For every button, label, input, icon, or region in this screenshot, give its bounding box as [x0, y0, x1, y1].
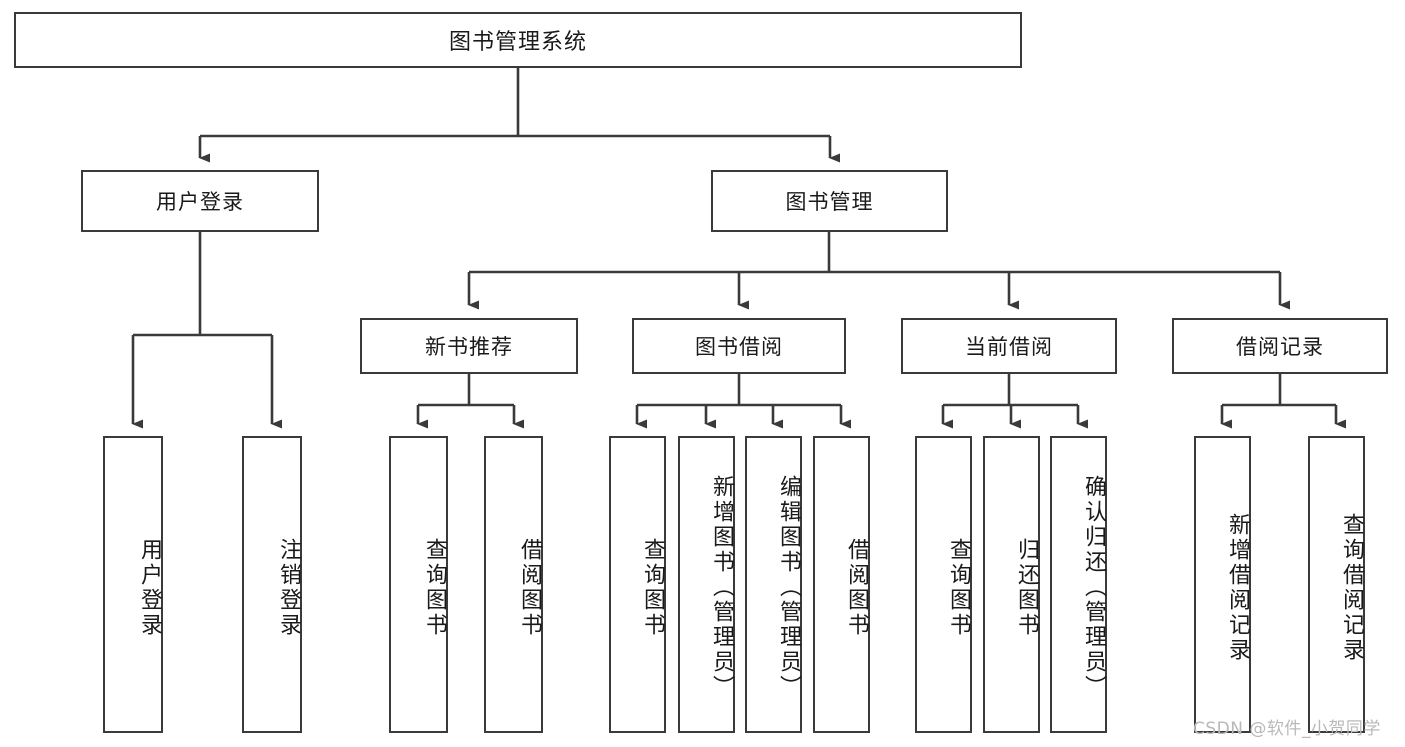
node-book-borrow[interactable]: 图书借阅	[632, 318, 846, 374]
node-leaf-confirm-return[interactable]: 确认归还（管理员）	[1050, 436, 1107, 733]
node-root[interactable]: 图书管理系统	[14, 12, 1022, 68]
node-current-borrow[interactable]: 当前借阅	[901, 318, 1117, 374]
node-leaf-query-book-1[interactable]: 查询图书	[389, 436, 448, 733]
node-leaf-add-book[interactable]: 新增图书（管理员）	[678, 436, 735, 733]
node-leaf-query-book-3[interactable]: 查询图书	[915, 436, 972, 733]
csdn-watermark: CSDN @软件_小贺同学	[1193, 719, 1381, 739]
node-book-manage[interactable]: 图书管理	[711, 170, 948, 232]
node-leaf-return-book[interactable]: 归还图书	[983, 436, 1040, 733]
node-leaf-query-book-2[interactable]: 查询图书	[609, 436, 666, 733]
node-leaf-query-record[interactable]: 查询借阅记录	[1308, 436, 1365, 733]
node-new-book-recommend[interactable]: 新书推荐	[360, 318, 578, 374]
node-leaf-borrow-book-2[interactable]: 借阅图书	[813, 436, 870, 733]
node-leaf-edit-book[interactable]: 编辑图书（管理员）	[745, 436, 802, 733]
node-borrow-record[interactable]: 借阅记录	[1172, 318, 1388, 374]
node-leaf-borrow-book-1[interactable]: 借阅图书	[484, 436, 543, 733]
node-leaf-logout[interactable]: 注销登录	[242, 436, 302, 733]
node-leaf-add-record[interactable]: 新增借阅记录	[1194, 436, 1251, 733]
node-leaf-user-login[interactable]: 用户登录	[103, 436, 163, 733]
node-user-login[interactable]: 用户登录	[81, 170, 319, 232]
